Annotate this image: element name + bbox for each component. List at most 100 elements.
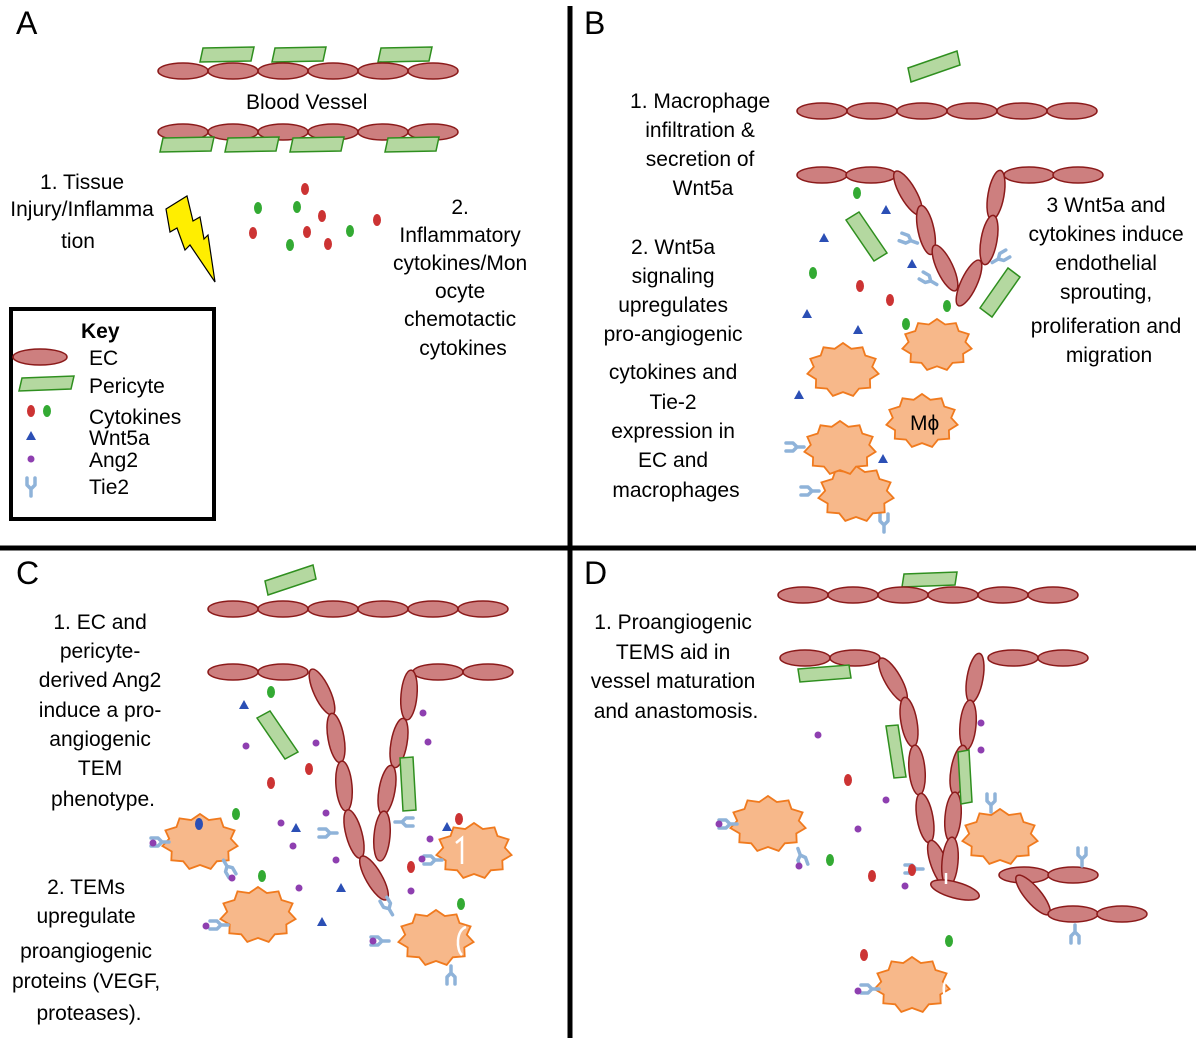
key-label-cytokines: Cytokines [89,406,181,429]
pericyte [885,724,907,779]
cytokines-d [826,774,953,961]
ang2-icon [27,455,35,463]
step1-text-c: 1. EC and pericyte- derived Ang2 induce … [39,611,167,811]
endothelial-cell [927,586,979,604]
pericyte [901,571,958,588]
endothelial-cell [896,102,948,120]
ec-row-top [157,62,459,80]
macrophages-c [160,812,514,966]
wnt5a-icon [26,431,36,440]
key-label-tie2: Tie2 [89,476,129,499]
macrophage [160,812,240,870]
macrophage [218,885,298,943]
wnt5a-b [794,205,917,463]
macrophage [816,464,896,522]
key-label-ec: EC [89,347,118,370]
endothelial-cell [257,62,309,80]
macrophage [885,392,959,448]
step2-text-b: 2. Wnt5a signaling upregulates pro-angio… [604,236,749,502]
pericyte [199,46,255,63]
panel-b: Mϕ 1. Macrophage infiltration & secretio… [604,50,1189,534]
tem-markings-d [942,873,951,1002]
step2-text-c: 2. TEMs upregulate proangiogenic protein… [12,876,166,1025]
lightning-bolt-icon [165,195,216,283]
panel-letter-b: B [584,5,605,41]
pericytes-bottom [159,136,440,153]
endothelial-cell [1027,586,1079,604]
endothelial-cell [207,62,259,80]
step2-text-a: 2. Inflammatory cytokines/Mon ocyte chem… [393,196,533,360]
endothelial-cell [846,102,898,120]
key-label-pericyte: Pericyte [89,375,165,398]
step1-text-b: 1. Macrophage infiltration & secretion o… [630,90,776,200]
ec-row-sprout-b [796,166,1104,307]
endothelial-cell [157,62,209,80]
endothelial-cell [1046,102,1098,120]
macrophage [872,955,952,1013]
endothelial-cell [777,586,829,604]
macrophage-label: Mϕ [910,412,939,435]
macrophage [960,807,1040,865]
pericyte [264,564,317,596]
ec-row-top-c [207,600,509,618]
step1-text-d: 1. Proangiogenic TEMS aid in vessel matu… [591,611,761,723]
pericyte [271,46,327,63]
blood-vessel [157,46,459,153]
key-label-wnt5a: Wnt5a [89,427,150,450]
panel-a: Blood Vessel 1. Tissue Injury/Inflamma t… [9,46,533,521]
endothelial-cell [207,600,259,618]
panel-c: 1. EC and pericyte- derived Ang2 induce … [12,564,514,1025]
endothelial-cell [946,102,998,120]
step3-text-b: 3 Wnt5a and cytokines induce endothelial… [1028,194,1189,367]
pericyte [797,664,852,683]
ang2-c [149,709,434,945]
tem-markings-c [455,835,467,956]
pericytes-top [199,46,433,63]
endothelial-cell [357,600,409,618]
macrophages-b [803,317,974,522]
endothelial-cell [996,102,1048,120]
step1-text-a: 1. Tissue Injury/Inflamma tion [10,171,159,253]
endothelial-cell [407,600,459,618]
macrophage [806,341,880,397]
macrophage [396,908,476,966]
pericyte [255,710,300,760]
ec-row-top-d [777,586,1079,604]
pericyte [957,749,973,805]
endothelial-cell [307,600,359,618]
blood-vessel-label: Blood Vessel [246,91,367,114]
macrophage [900,317,974,371]
pericyte [159,136,215,153]
macrophage [803,419,877,475]
cytokines-b [809,187,951,330]
ang2-d [715,719,985,995]
endothelial-cell [357,62,409,80]
key-label-ang2: Ang2 [89,449,138,472]
endothelial-cell [827,586,879,604]
pericyte [224,136,280,153]
endothelial-cell [796,102,848,120]
cytokines-c [195,686,465,910]
ec-row-top-b [796,102,1098,120]
pericyte [289,136,345,153]
macrophage [434,821,514,879]
key-box: Key EC Pericyte Cytokines Wnt5a Ang2 Tie… [9,307,216,521]
macrophages-d [728,794,1040,1013]
key-title: Key [81,320,120,343]
ec-row-bottom [157,123,459,141]
endothelial-cell [307,62,359,80]
pericyte [377,46,433,63]
endothelial-cell [407,62,459,80]
endothelial-cell [457,600,509,618]
ec-icon [12,348,68,366]
pericyte [907,50,961,83]
pericyte-icon [18,375,75,392]
pericyte [399,756,417,812]
panel-d: 1. Proangiogenic TEMS aid in vessel matu… [591,571,1148,1013]
pericyte [978,266,1022,319]
endothelial-cell [977,586,1029,604]
macrophage [728,794,808,852]
pericyte [844,210,889,263]
cytokine-cluster [249,183,381,251]
